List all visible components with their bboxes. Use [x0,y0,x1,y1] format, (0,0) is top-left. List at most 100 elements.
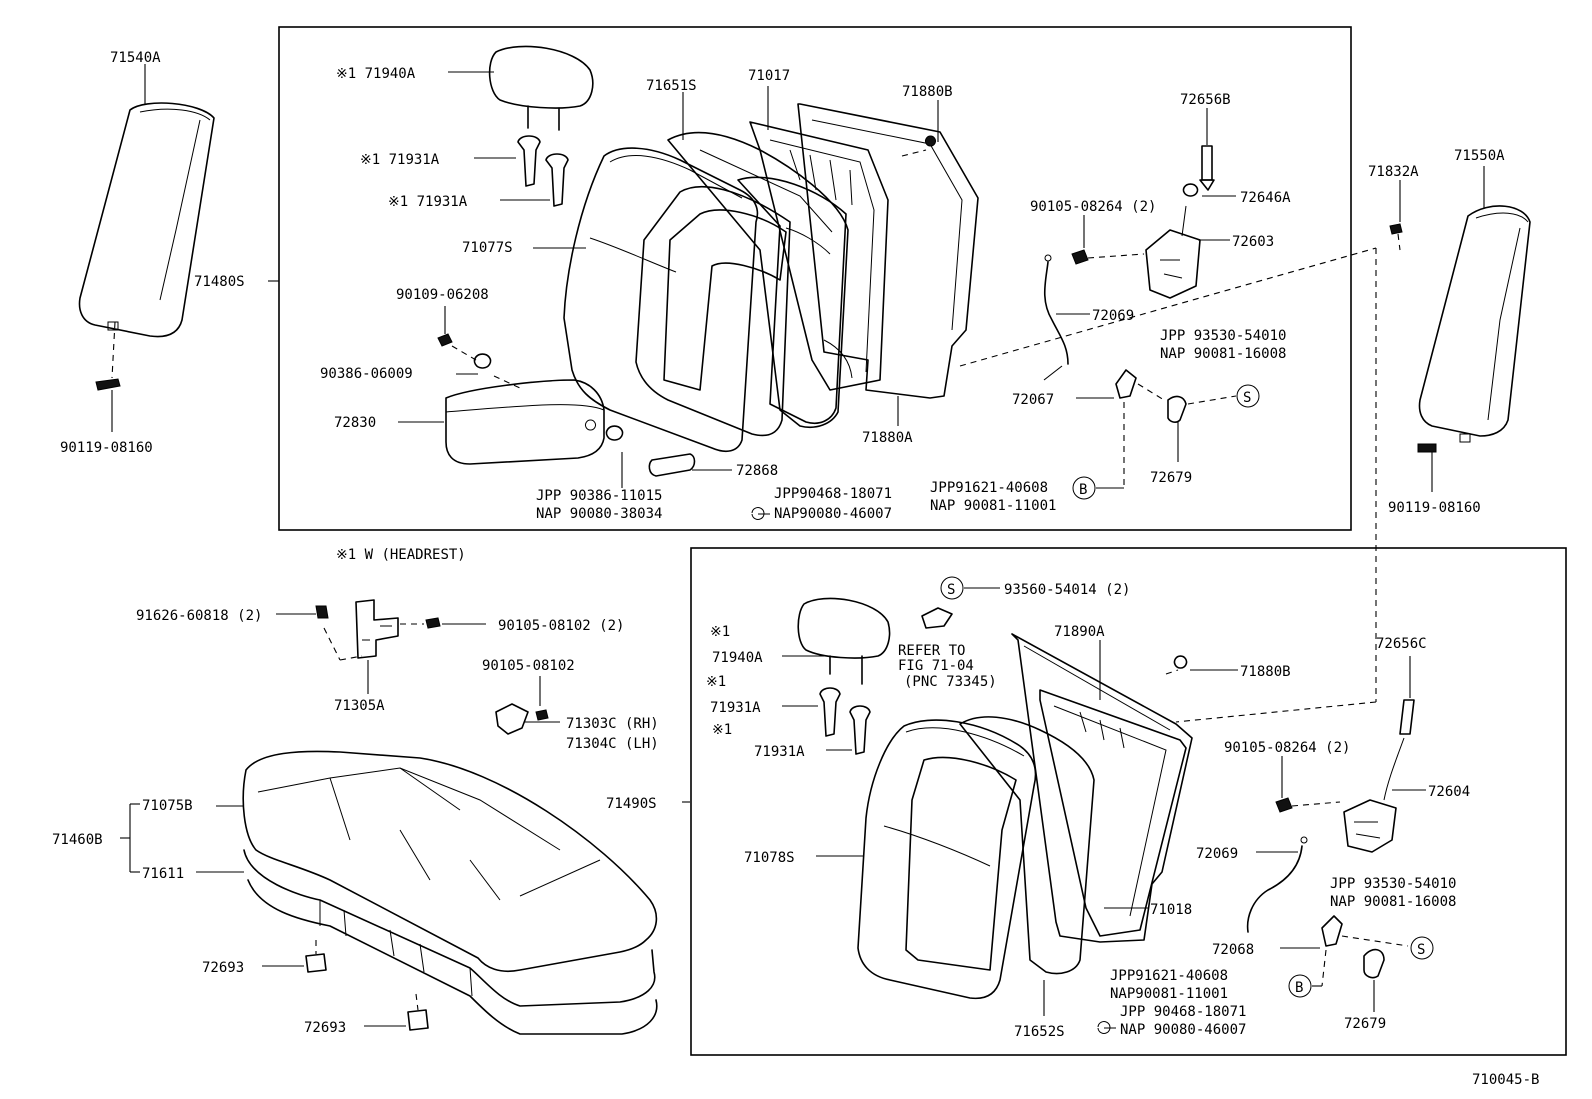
lower-seatback-group-box [690,547,1567,1056]
label-71940A-bot-mark: ※1 [710,624,730,640]
label-90119-08160-right: 90119-08160 [1388,500,1481,516]
label-71940A-top: ※1 71940A [336,66,416,82]
label-71480S: 71480S [194,274,245,290]
symbol-b-upper: B [1079,482,1087,498]
headrest-supports-lower [782,687,871,755]
label-71832A: 71832A [1368,164,1419,180]
hinge-71305A [276,599,486,694]
label-refer-2: FIG 71-04 [898,658,974,674]
symbols-lower: S B S [940,576,1434,1034]
label-71880B-bot: 71880B [1240,664,1291,680]
label-90080-46007-top: NAP90080-46007 [774,506,892,522]
drawing-number: 710045-B [1472,1072,1539,1088]
label-72646A: 72646A [1240,190,1291,206]
label-71880B-top: 71880B [902,84,953,100]
label-72868: 72868 [736,463,778,479]
label-71017: 71017 [748,68,790,84]
label-72068: 72068 [1212,942,1254,958]
symbol-s-refer: S [947,582,955,598]
label-90468-18071-bot: JPP 90468-18071 [1120,1004,1246,1020]
label-90386-06009: 90386-06009 [320,366,413,382]
label-72693-b: 72693 [304,1020,346,1036]
lock-assembly-upper [1043,108,1237,489]
label-71931A-bot1: 71931A [710,700,761,716]
lock-assembly-lower [1246,656,1426,1012]
label-71018: 71018 [1150,902,1192,918]
label-90468-18071-top: JPP90468-18071 [774,486,892,502]
label-90081-11001-bot: NAP90081-11001 [1110,986,1228,1002]
symbol-s-lower: S [1417,942,1425,958]
label-72679-top: 72679 [1150,470,1192,486]
label-90081-11001-top: NAP 90081-11001 [930,498,1056,514]
headrest-supports-upper [474,135,569,207]
symbol-b-lower: B [1295,980,1303,996]
label-93530-bot: JPP 93530-54010 [1330,876,1456,892]
label-90080-46007-bot: NAP 90080-46007 [1120,1022,1246,1038]
label-71075B: 71075B [142,798,193,814]
label-71931A-bot2-mark: ※1 [712,722,732,738]
label-72656B: 72656B [1180,92,1231,108]
label-90081-16008-bot: NAP 90081-16008 [1330,894,1456,910]
side-bolster-right [1417,166,1531,492]
label-71940A-bot: 71940A [712,650,763,666]
label-72604: 72604 [1428,784,1470,800]
armrest-72830 [398,379,605,465]
label-71931A-top2: ※1 71931A [388,194,468,210]
label-91621-bot: JPP91621-40608 [1110,968,1228,984]
headrest-upper [448,45,594,131]
part-labels: 71540A 71480S 90119-08160 ※1 71940A ※1 7… [52,50,1539,1088]
label-71460B: 71460B [52,832,103,848]
label-71890A: 71890A [1054,624,1105,640]
label-refer-1: REFER TO [898,643,965,659]
label-headrest-note: ※1 W (HEADREST) [336,547,466,563]
label-90105-08264-bot: 90105-08264 (2) [1224,740,1350,756]
refer-bracket [921,587,1000,629]
label-71077S: 71077S [462,240,513,256]
label-71540A: 71540A [110,50,161,66]
label-72069-bot: 72069 [1196,846,1238,862]
label-71931A-bot2: 71931A [754,744,805,760]
clip-71832A [1389,180,1403,251]
label-72603: 72603 [1232,234,1274,250]
label-71304C: 71304C (LH) [566,736,659,752]
label-72830: 72830 [334,415,376,431]
hinge-71303C [495,676,560,735]
seatback-upper-assembly [533,86,979,453]
label-71880A: 71880A [862,430,913,446]
label-72679-bot: 72679 [1344,1016,1386,1032]
label-refer-3: (PNC 73345) [904,674,997,690]
label-72693-a: 72693 [202,960,244,976]
label-71931A-top1: ※1 71931A [360,152,440,168]
label-71303C: 71303C (RH) [566,716,659,732]
label-90105-08264-top: 90105-08264 (2) [1030,199,1156,215]
label-71651S: 71651S [646,78,697,94]
symbols-upper: S B [751,384,1260,520]
label-71611: 71611 [142,866,184,882]
label-71652S: 71652S [1014,1024,1065,1040]
label-72067: 72067 [1012,392,1054,408]
label-71931A-bot1-mark: ※1 [706,674,726,690]
label-91621-top: JPP91621-40608 [930,480,1048,496]
label-71078S: 71078S [744,850,795,866]
label-90105-08102-b: 90105-08102 [482,658,575,674]
label-93530-top: JPP 93530-54010 [1160,328,1286,344]
label-71490S: 71490S [606,796,657,812]
label-90119-08160-left: 90119-08160 [60,440,153,456]
side-bolster-left [78,64,215,432]
armrest-bolts [437,306,732,488]
symbol-s-upper: S [1243,390,1251,406]
label-71550A: 71550A [1454,148,1505,164]
label-72656C: 72656C [1376,636,1427,652]
label-90105-08102-a: 90105-08102 (2) [498,618,624,634]
label-71305A: 71305A [334,698,385,714]
label-91626-60818: 91626-60818 (2) [136,608,262,624]
label-90386-11015: JPP 90386-11015 [536,488,662,504]
headrest-lower [782,597,891,685]
upper-seatback-group-box [278,26,1352,531]
label-90081-16008-top: NAP 90081-16008 [1160,346,1286,362]
seat-cushion [120,750,658,1035]
label-72069-top: 72069 [1092,308,1134,324]
label-90109-06208: 90109-06208 [396,287,489,303]
label-90080-38034: NAP 90080-38034 [536,506,662,522]
